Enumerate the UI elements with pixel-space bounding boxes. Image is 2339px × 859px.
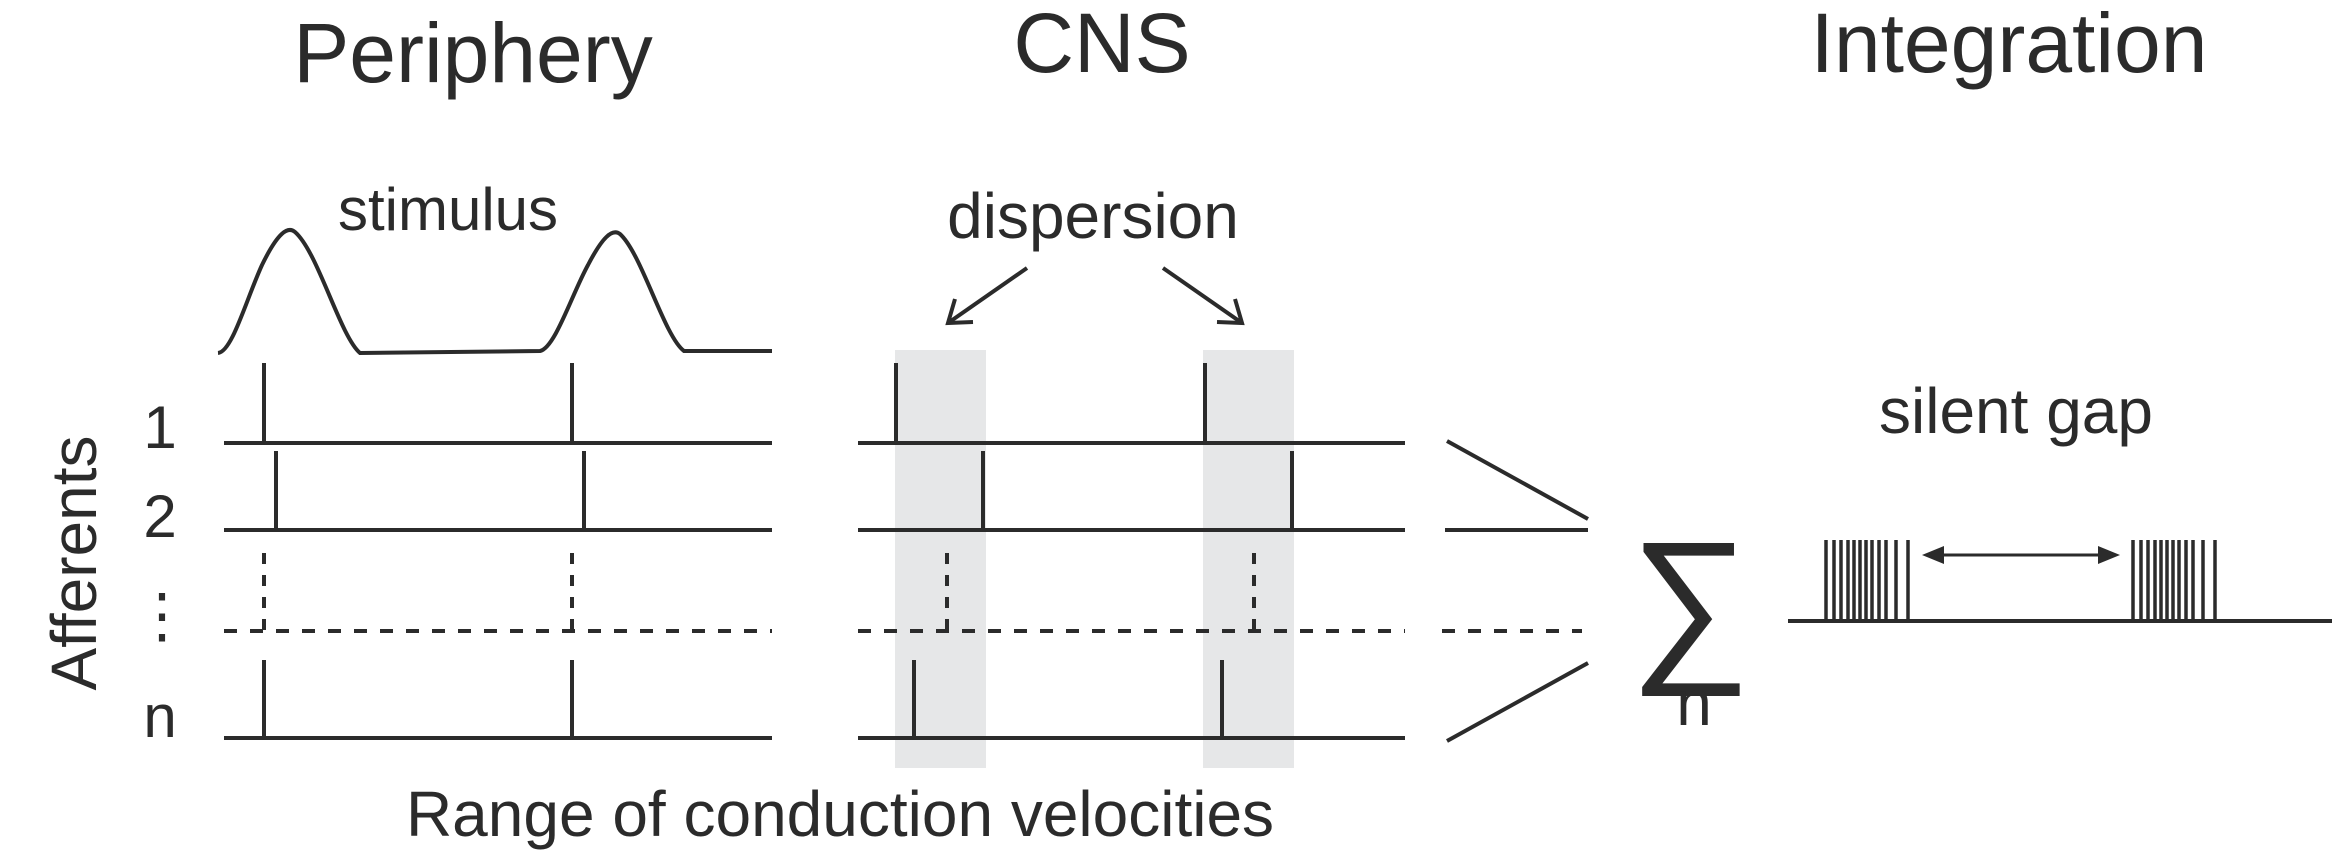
- spike-burst-2: [2131, 540, 2217, 621]
- silent-gap-label: silent gap: [1879, 375, 2153, 447]
- afferent-label-2: 2: [143, 483, 176, 550]
- convergence-lines: [1442, 439, 1589, 743]
- dispersion-arrow-left: [945, 266, 1029, 326]
- cns-title: CNS: [1013, 0, 1190, 90]
- converge-line-1: [1446, 439, 1589, 521]
- x-axis-label: Range of conduction velocities: [406, 778, 1274, 850]
- afferent-label-n: n: [143, 683, 176, 750]
- summation-symbol: ∑: [1629, 507, 1750, 697]
- afferent-label-dots: ⋮: [132, 582, 192, 649]
- periphery-title: Periphery: [293, 6, 653, 100]
- afferent-label-1: 1: [143, 394, 176, 461]
- spike-burst-1: [1824, 540, 1910, 621]
- dispersion-label: dispersion: [947, 180, 1239, 252]
- stimulus-waveform: [217, 227, 772, 356]
- cns-traces: [858, 363, 1405, 740]
- periphery-traces: [224, 363, 772, 740]
- integration-title: Integration: [1811, 0, 2208, 90]
- afferents-axis-label: Afferents: [38, 436, 110, 691]
- dispersion-arrow-right: [1161, 266, 1245, 326]
- integration-trace: [1788, 540, 2332, 623]
- dispersion-window-2: [1203, 350, 1294, 768]
- dispersion-window-1: [895, 350, 986, 768]
- stimulus-label: stimulus: [338, 176, 558, 243]
- silent-gap-arrow: [1922, 546, 2120, 564]
- converge-line-n: [1446, 661, 1589, 743]
- summation-index: n: [1676, 667, 1712, 739]
